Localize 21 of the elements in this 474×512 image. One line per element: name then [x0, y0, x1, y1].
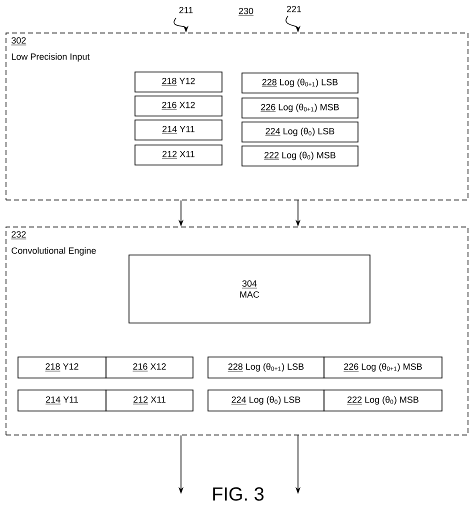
register-cell: 212 X11: [106, 390, 194, 412]
register-cell: 216 X12: [106, 356, 194, 378]
reference-number: 230: [238, 8, 254, 16]
mac-box: 304 MAC: [128, 254, 370, 324]
register-cell: 226 Log (θ$_{0+1}$) MSB: [242, 98, 358, 118]
register-cell: 222 Log (θ$_{0}$) MSB: [324, 390, 442, 412]
register-cell: 214 Y11: [18, 390, 106, 412]
reference-number: 211: [179, 6, 193, 14]
register-cell: 214 Y11: [134, 120, 222, 140]
register-cell: 224 Log (θ$_{0}$) LSB: [242, 122, 358, 142]
register-cell: 216 X12: [134, 96, 222, 116]
register-cell: 222 Log (θ$_{0}$) MSB: [242, 146, 358, 166]
register-cell: 212 X11: [134, 144, 222, 166]
reference-number: 221: [286, 6, 302, 12]
register-cell: 228 Log (θ$_{0+1}$) LSB: [242, 72, 358, 94]
register-cell: 228 Log (θ$_{0+1}$) LSB: [208, 356, 324, 378]
register-cell: 224 Log (θ$_{0}$) LSB: [208, 390, 324, 412]
figure-caption: FIG. 3: [213, 487, 264, 501]
register-cell: 226 Log (θ$_{0+1}$) MSB: [324, 356, 442, 378]
register-cell: 218 Y12: [134, 72, 222, 92]
register-cell: 218 Y12: [18, 356, 106, 378]
